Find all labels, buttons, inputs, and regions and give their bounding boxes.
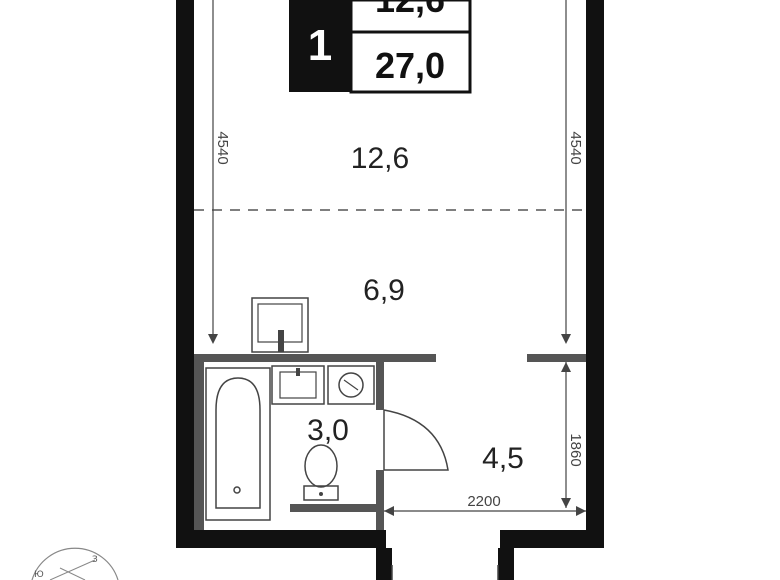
room-living-area: 12,6 xyxy=(351,142,409,175)
area-badge: 1 12,6 27,0 xyxy=(289,0,472,94)
bath-sink-faucet-icon xyxy=(296,368,300,376)
compass-label-south: Ю xyxy=(34,570,44,580)
toilet-bowl xyxy=(304,444,338,488)
dim-hall-width xyxy=(384,506,586,516)
bath-sink xyxy=(271,365,325,405)
bathtub-drain-icon xyxy=(233,486,241,494)
bath-door-swing xyxy=(383,409,449,471)
toilet-button-icon xyxy=(319,492,323,496)
dim-left-height xyxy=(208,0,218,344)
room-kitchen-area: 6,9 xyxy=(363,274,405,307)
washing-machine-mark xyxy=(343,379,359,391)
dim-hall-height-label: 1860 xyxy=(567,433,584,466)
washing-machine-drum-icon xyxy=(338,372,364,398)
toilet-tank xyxy=(303,485,339,501)
room-hall-area: 4,5 xyxy=(482,442,524,475)
badge-living-area: 12,6 xyxy=(375,0,445,20)
compass: З Ю xyxy=(31,547,119,580)
badge-rooms-count: 1 xyxy=(308,21,332,70)
kitchen-faucet-icon xyxy=(278,330,284,352)
dim-left-height-label: 4540 xyxy=(214,131,231,164)
bath-right-partition-upper xyxy=(376,362,384,410)
compass-needle-icon xyxy=(49,559,96,580)
outer-wall-right xyxy=(586,0,604,548)
badge-total-area: 27,0 xyxy=(375,45,445,86)
washing-machine xyxy=(327,365,375,405)
bath-top-partition xyxy=(194,354,436,362)
compass-cross-icon xyxy=(59,567,86,580)
compass-ring xyxy=(31,547,119,580)
hall-top-partition xyxy=(527,354,586,362)
dim-hall-height xyxy=(561,362,571,508)
compass-label-west: З xyxy=(92,555,98,565)
dim-right-height xyxy=(561,0,571,344)
bath-left-inner-wall xyxy=(194,362,204,530)
dim-right-height-label: 4540 xyxy=(567,131,584,164)
outer-wall-bottom-left xyxy=(176,530,386,548)
outer-wall-left xyxy=(176,0,194,548)
room-bathroom-area: 3,0 xyxy=(307,414,349,447)
badge-rooms-box xyxy=(289,0,351,92)
dim-hall-width-label: 2200 xyxy=(467,493,500,510)
entrance-jamb-right xyxy=(498,548,514,580)
bathtub xyxy=(205,367,271,521)
outer-wall-bottom-right xyxy=(500,530,604,548)
bathtub-basin xyxy=(215,377,261,509)
badge-area-box xyxy=(349,0,472,94)
entrance-jamb-left xyxy=(376,548,392,580)
bath-bottom-partition xyxy=(290,504,384,512)
bath-right-partition-lower xyxy=(376,470,384,530)
